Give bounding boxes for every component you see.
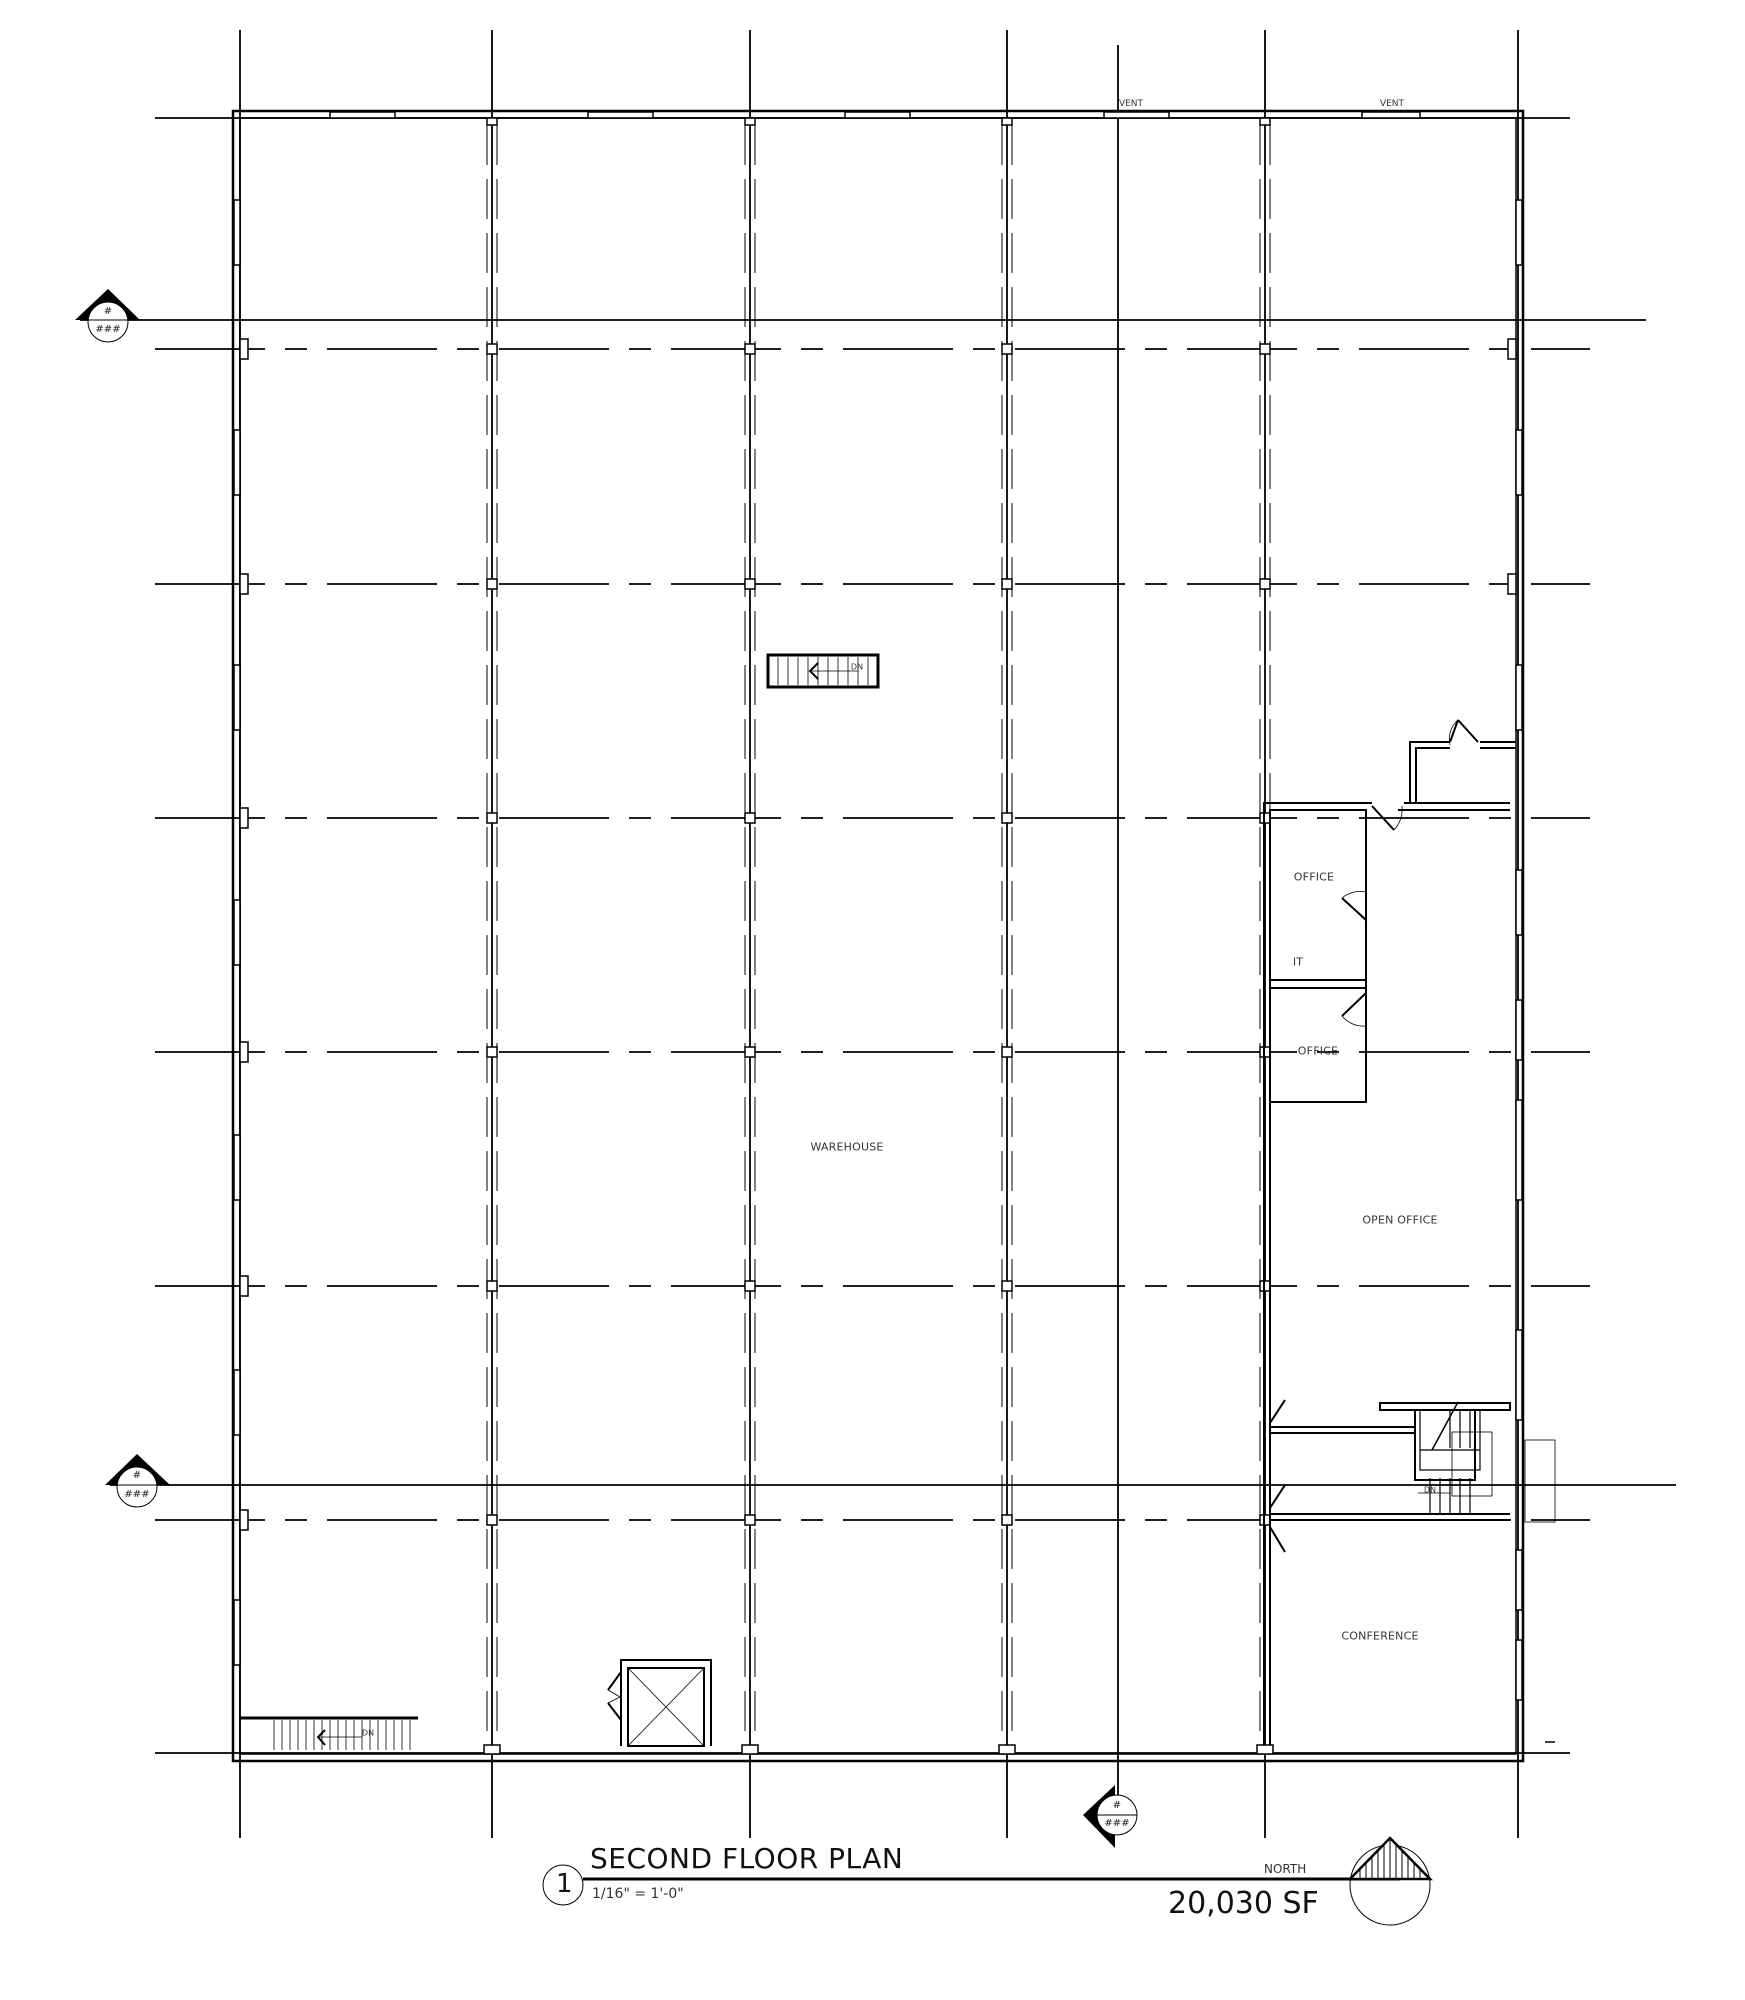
drawing-scale: 1/16" = 1'-0" xyxy=(592,1886,684,1902)
grid-lines-vertical xyxy=(239,30,1519,1838)
room-label-conference: CONFERENCE xyxy=(1341,1629,1419,1643)
windows xyxy=(233,111,1523,1701)
section-marker-2 xyxy=(105,1454,170,1508)
section-marker-3 xyxy=(1083,1785,1138,1848)
warehouse-stair xyxy=(766,653,880,689)
room-label-open-office: OPEN OFFICE xyxy=(1362,1213,1438,1227)
section-marker-sheet: ### xyxy=(1104,1818,1130,1829)
room-label-office: OFFICE xyxy=(1293,870,1335,884)
north-label: NORTH xyxy=(1264,1862,1307,1876)
room-label-office: OFFICE xyxy=(1297,1044,1339,1058)
section-marker-sheet: ### xyxy=(124,1489,150,1500)
section-marker-number: # xyxy=(1112,1800,1122,1811)
grid-lines-horizontal xyxy=(80,117,1676,1754)
section-marker-sheet: ### xyxy=(95,324,121,335)
room-label-warehouse: WAREHOUSE xyxy=(810,1140,884,1154)
drawing-title: SECOND FLOOR PLAN xyxy=(590,1842,904,1875)
vent-label: VENT xyxy=(1379,99,1405,109)
section-marker-1 xyxy=(75,289,140,343)
title-block xyxy=(542,1836,1433,1926)
section-marker-number: # xyxy=(132,1470,142,1481)
doors xyxy=(1269,719,1479,1553)
columns xyxy=(239,117,1517,1755)
stair-down-label: DN xyxy=(1423,1485,1437,1495)
vent-label: VENT xyxy=(1118,99,1144,109)
elevator xyxy=(607,1659,712,1747)
stair-down-label: DN xyxy=(850,662,864,672)
north-arrow-icon xyxy=(1347,1836,1433,1926)
drawing-number: 1 xyxy=(556,1869,573,1899)
office-walls xyxy=(1263,741,1516,1745)
section-marker-number: # xyxy=(103,306,113,317)
floor-area: 20,030 SF xyxy=(1168,1886,1319,1921)
stair-down-label: DN xyxy=(361,1728,375,1738)
office-stair xyxy=(1418,1401,1556,1523)
bottom-left-stair xyxy=(240,1716,418,1750)
room-label-it: IT xyxy=(1292,955,1304,969)
beam-lines xyxy=(486,125,1271,1745)
grid-lines-dashed xyxy=(155,348,1590,1521)
